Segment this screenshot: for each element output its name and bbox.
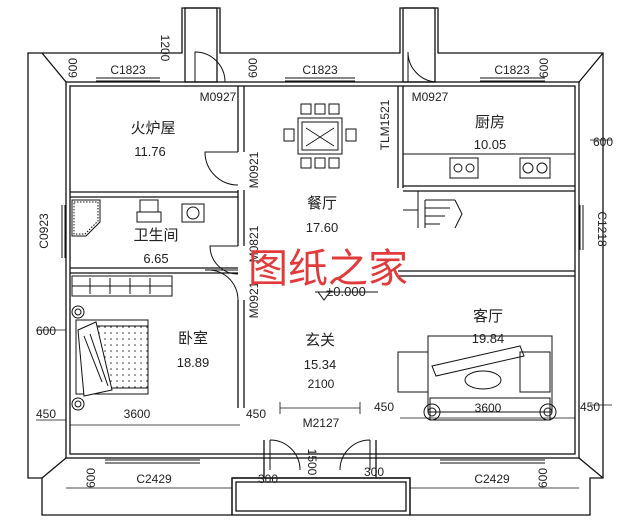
code-c1823-right: C1823 bbox=[494, 63, 530, 77]
dim-600-bottom-right: 600 bbox=[536, 468, 550, 488]
code-m0921-boiler: M0921 bbox=[247, 151, 261, 188]
code-c1823-mid: C1823 bbox=[302, 63, 338, 77]
doors bbox=[194, 51, 439, 471]
door-m0921-boiler bbox=[204, 151, 239, 186]
room-name-boiler: 火炉屋 bbox=[130, 120, 175, 137]
room-area-boiler: 11.76 bbox=[134, 144, 166, 159]
dim-450-left: 450 bbox=[36, 407, 56, 421]
room-area-dining: 17.60 bbox=[306, 220, 339, 235]
outer-eave bbox=[27, 7, 604, 516]
dim-600-top-right: 600 bbox=[537, 58, 551, 78]
dim-300-right: 300 bbox=[364, 465, 384, 479]
room-name-bedroom: 卧室 bbox=[178, 330, 208, 347]
window-c1823-right bbox=[480, 77, 545, 82]
code-tlm1521: TLM1521 bbox=[378, 99, 392, 150]
dim-1500: 1500 bbox=[305, 449, 319, 476]
dim-450-mid-right: 450 bbox=[374, 400, 394, 414]
dim-450-right: 450 bbox=[580, 400, 600, 414]
dim-600-right: 600 bbox=[593, 135, 613, 149]
room-name-kitchen: 厨房 bbox=[475, 114, 505, 131]
dim-300-left: 300 bbox=[258, 472, 278, 486]
door-m2127-right bbox=[339, 439, 371, 471]
code-c2429-right: C2429 bbox=[474, 472, 510, 486]
room-area-living: 19.84 bbox=[472, 331, 505, 346]
shower bbox=[71, 199, 205, 237]
dim-3600-right: 3600 bbox=[475, 401, 502, 415]
code-c1823-left: C1823 bbox=[110, 63, 146, 77]
code-m0927-right: M0927 bbox=[412, 90, 449, 104]
code-c0923: C0923 bbox=[37, 213, 51, 249]
dim-1200: 1200 bbox=[158, 35, 172, 62]
dim-600-left: 600 bbox=[36, 324, 56, 338]
dim-600-top-mid: 600 bbox=[246, 58, 260, 78]
code-m0821: M0821 bbox=[247, 225, 261, 262]
watermark: 图纸之家 bbox=[248, 246, 408, 292]
window-c2429-left bbox=[105, 459, 200, 464]
dim-2100: 2100 bbox=[308, 377, 335, 391]
room-name-bathroom: 卫生间 bbox=[133, 227, 178, 244]
door-m0927-left bbox=[194, 51, 226, 83]
dining-table bbox=[283, 103, 357, 169]
code-m2127: M2127 bbox=[303, 416, 340, 430]
door-m0921-bedroom bbox=[204, 269, 239, 301]
room-name-living: 客厅 bbox=[473, 308, 503, 325]
window-c1823-mid bbox=[285, 77, 355, 82]
chimney-left bbox=[184, 7, 218, 83]
outer-wall bbox=[65, 81, 580, 459]
room-area-bedroom: 18.89 bbox=[177, 355, 210, 370]
code-c2429-left: C2429 bbox=[136, 472, 172, 486]
code-c1218: C1218 bbox=[595, 211, 609, 247]
dim-600-bottom-left: 600 bbox=[84, 468, 98, 488]
elevation-label: ±0.000 bbox=[326, 284, 366, 299]
dimension-lines bbox=[36, 139, 612, 489]
window-c1218 bbox=[579, 205, 584, 250]
door-m0927-right bbox=[407, 51, 439, 83]
elevation-marker bbox=[315, 291, 378, 301]
bed bbox=[71, 305, 149, 411]
code-m0927-left: M0927 bbox=[200, 90, 237, 104]
kitchen-counter bbox=[402, 153, 576, 187]
room-area-foyer: 15.34 bbox=[304, 357, 337, 372]
room-name-dining: 餐厅 bbox=[307, 195, 337, 212]
room-area-kitchen: 10.05 bbox=[474, 137, 507, 152]
window-c0923 bbox=[61, 205, 66, 258]
outer-wall-inner bbox=[69, 85, 576, 455]
staircase bbox=[403, 191, 463, 229]
dim-3600-left: 3600 bbox=[124, 407, 151, 421]
door-m2127-left bbox=[269, 439, 301, 471]
room-name-foyer: 玄关 bbox=[305, 332, 335, 349]
dim-450-mid-left: 450 bbox=[246, 407, 266, 421]
dim-600-top-left: 600 bbox=[66, 58, 80, 78]
sofa-set bbox=[397, 335, 557, 421]
wardrobe bbox=[71, 275, 173, 297]
code-m0921-bedroom: M0921 bbox=[247, 281, 261, 318]
window-c2429-right bbox=[440, 459, 545, 464]
window-c1823-left bbox=[96, 77, 160, 82]
windows bbox=[61, 77, 584, 464]
room-area-bathroom: 6.65 bbox=[143, 251, 168, 266]
chimney-right bbox=[402, 7, 436, 83]
door-m0821-bath bbox=[209, 245, 239, 275]
